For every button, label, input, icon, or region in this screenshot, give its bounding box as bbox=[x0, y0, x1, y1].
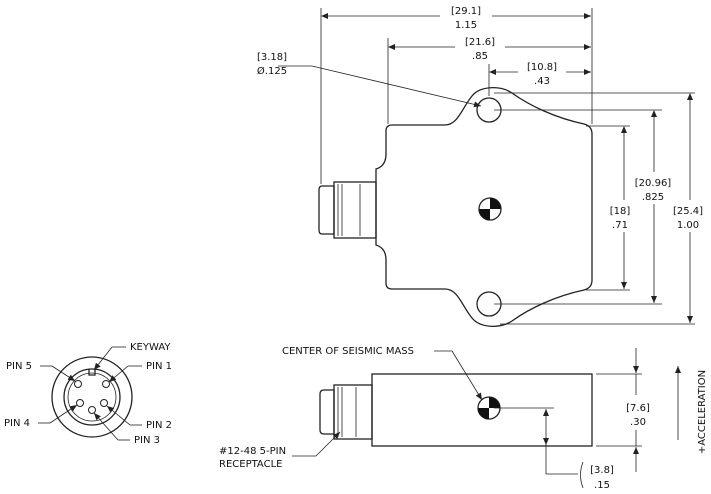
label-receptacle-line2: RECEPTACLE bbox=[219, 459, 282, 470]
pin-4 bbox=[76, 399, 84, 407]
dim-hole-diameter-metric: [3.18] bbox=[257, 52, 287, 63]
connector-side bbox=[319, 384, 373, 440]
connector-top bbox=[318, 181, 377, 239]
dim-hole-to-edge-metric: [10.8] bbox=[527, 62, 557, 73]
dim-hole-spacing-inch: .825 bbox=[642, 192, 664, 203]
dim-hole-diameter-inch: Ø.125 bbox=[257, 65, 287, 77]
dim-overall-width-inch: 1.00 bbox=[677, 220, 699, 231]
pin-2 bbox=[100, 399, 108, 407]
dim-overall-length-metric: [29.1] bbox=[451, 6, 481, 17]
label-center-of-mass: CENTER OF SEISMIC MASS bbox=[282, 346, 414, 357]
label-pin-1: PIN 1 bbox=[146, 361, 172, 372]
dim-height-inch: .30 bbox=[630, 417, 646, 428]
dim-hole-to-connector-inch: .85 bbox=[472, 51, 488, 62]
dim-height-metric: [7.6] bbox=[626, 403, 650, 414]
dim-body-inner-metric: [18] bbox=[610, 206, 631, 217]
pin-3 bbox=[88, 406, 96, 414]
center-of-mass-symbol-top bbox=[478, 197, 502, 221]
label-pin-2: PIN 2 bbox=[146, 420, 172, 431]
top-view: [29.1] 1.15 [21.6] .85 [10.8] .43 [3.18]… bbox=[257, 4, 710, 327]
label-pin-3: PIN 3 bbox=[134, 435, 160, 446]
pin-detail: KEYWAY PIN 1 PIN 2 PIN 3 PIN 4 PIN 5 bbox=[4, 342, 172, 446]
pin-1 bbox=[102, 380, 110, 388]
label-acceleration: +ACCELERATION bbox=[697, 370, 708, 454]
center-of-mass-symbol-side bbox=[477, 396, 501, 420]
pin-5 bbox=[74, 380, 82, 388]
dim-overall-width-metric: [25.4] bbox=[673, 206, 703, 217]
label-pin-5: PIN 5 bbox=[6, 361, 32, 372]
dim-hole-to-connector-metric: [21.6] bbox=[465, 37, 495, 48]
label-receptacle-line1: #12-48 5-PIN bbox=[219, 446, 286, 457]
dim-body-inner-inch: .71 bbox=[612, 220, 628, 231]
receptacle-inner bbox=[63, 368, 121, 426]
receptacle-outer bbox=[51, 356, 133, 438]
dim-hole-spacing-metric: [20.96] bbox=[635, 178, 672, 189]
dim-mass-offset-metric: [3.8] bbox=[590, 465, 614, 476]
label-pin-4: PIN 4 bbox=[4, 418, 30, 429]
dim-hole-to-edge-inch: .43 bbox=[534, 76, 550, 87]
side-view: CENTER OF SEISMIC MASS #12-48 5-PIN RECE… bbox=[219, 346, 708, 491]
label-keyway: KEYWAY bbox=[130, 342, 171, 353]
dim-overall-length-inch: 1.15 bbox=[455, 20, 477, 31]
dim-mass-offset-inch: .15 bbox=[594, 480, 610, 491]
